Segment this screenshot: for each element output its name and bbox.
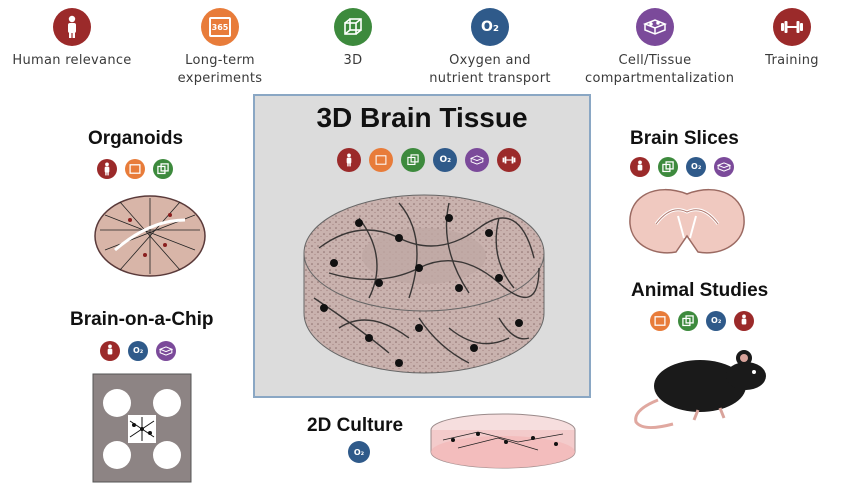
- human-icon: [100, 341, 120, 361]
- dumbbell-icon: [773, 8, 811, 46]
- human-icon: [630, 157, 650, 177]
- cube-3d-icon: [153, 159, 173, 179]
- organoids-title: Organoids: [88, 128, 183, 150]
- human-icon: [337, 148, 361, 172]
- brain-slices-title: Brain Slices: [630, 128, 739, 150]
- cube-3d-icon: [334, 8, 372, 46]
- calendar-365-icon: [125, 159, 145, 179]
- organoids-icon-row: [97, 158, 176, 179]
- tissue-block-icon: [156, 341, 176, 361]
- human-icon: [734, 311, 754, 331]
- o2-icon: O₂: [471, 8, 509, 46]
- human-icon: [97, 159, 117, 179]
- legend-label: Human relevance: [2, 52, 142, 70]
- brain-on-chip-title: Brain-on-a-Chip: [70, 309, 214, 331]
- legend-human-relevance: Human relevance: [2, 8, 142, 70]
- o2-icon: O₂: [706, 311, 726, 331]
- legend-label: Long-term experiments: [150, 52, 290, 88]
- o2-icon: O₂: [348, 441, 370, 463]
- legend-label: Cell/Tissue compartmentalization: [585, 52, 725, 88]
- mouse-illustration: [628, 340, 778, 432]
- legend-label: Oxygen and nutrient transport: [420, 52, 560, 88]
- brain-chip-illustration: [92, 373, 192, 483]
- brain-on-chip-icon-row: O₂: [100, 340, 179, 361]
- brain-tissue-panel: 3D Brain Tissue O₂: [253, 94, 591, 398]
- tissue-block-icon: [714, 157, 734, 177]
- center-icon-row: O₂: [337, 148, 524, 172]
- cube-3d-icon: [658, 157, 678, 177]
- legend-training: Training: [722, 8, 844, 70]
- brain-slices-icon-row: O₂: [630, 156, 737, 177]
- tissue-block-icon: [465, 148, 489, 172]
- legend-label: Training: [722, 52, 844, 70]
- brain-tissue-disk-illustration: [299, 178, 549, 388]
- tissue-block-icon: [636, 8, 674, 46]
- calendar-365-icon: [369, 148, 393, 172]
- culture-2d-icon-row: O₂: [348, 441, 373, 463]
- legend-label: 3D: [283, 52, 423, 70]
- dumbbell-icon: [497, 148, 521, 172]
- human-icon: [53, 8, 91, 46]
- culture-2d-title: 2D Culture: [307, 415, 403, 437]
- cube-3d-icon: [678, 311, 698, 331]
- legend-compartmentalization: Cell/Tissue compartmentalization: [585, 8, 725, 88]
- o2-icon: O₂: [686, 157, 706, 177]
- panel-title: 3D Brain Tissue: [255, 102, 589, 134]
- o2-icon: O₂: [433, 148, 457, 172]
- animal-studies-title: Animal Studies: [631, 280, 768, 302]
- petri-dish-illustration: [428, 410, 578, 476]
- organoid-illustration: [90, 190, 210, 282]
- legend-long-term: 365 Long-term experiments: [150, 8, 290, 88]
- legend-oxygen: O₂ Oxygen and nutrient transport: [420, 8, 560, 88]
- animal-studies-icon-row: O₂: [650, 310, 757, 331]
- legend-3d: 3D: [283, 8, 423, 70]
- o2-icon: O₂: [128, 341, 148, 361]
- brain-slice-illustration: [626, 186, 748, 258]
- calendar-365-icon: 365: [201, 8, 239, 46]
- calendar-365-icon: [650, 311, 670, 331]
- cube-3d-icon: [401, 148, 425, 172]
